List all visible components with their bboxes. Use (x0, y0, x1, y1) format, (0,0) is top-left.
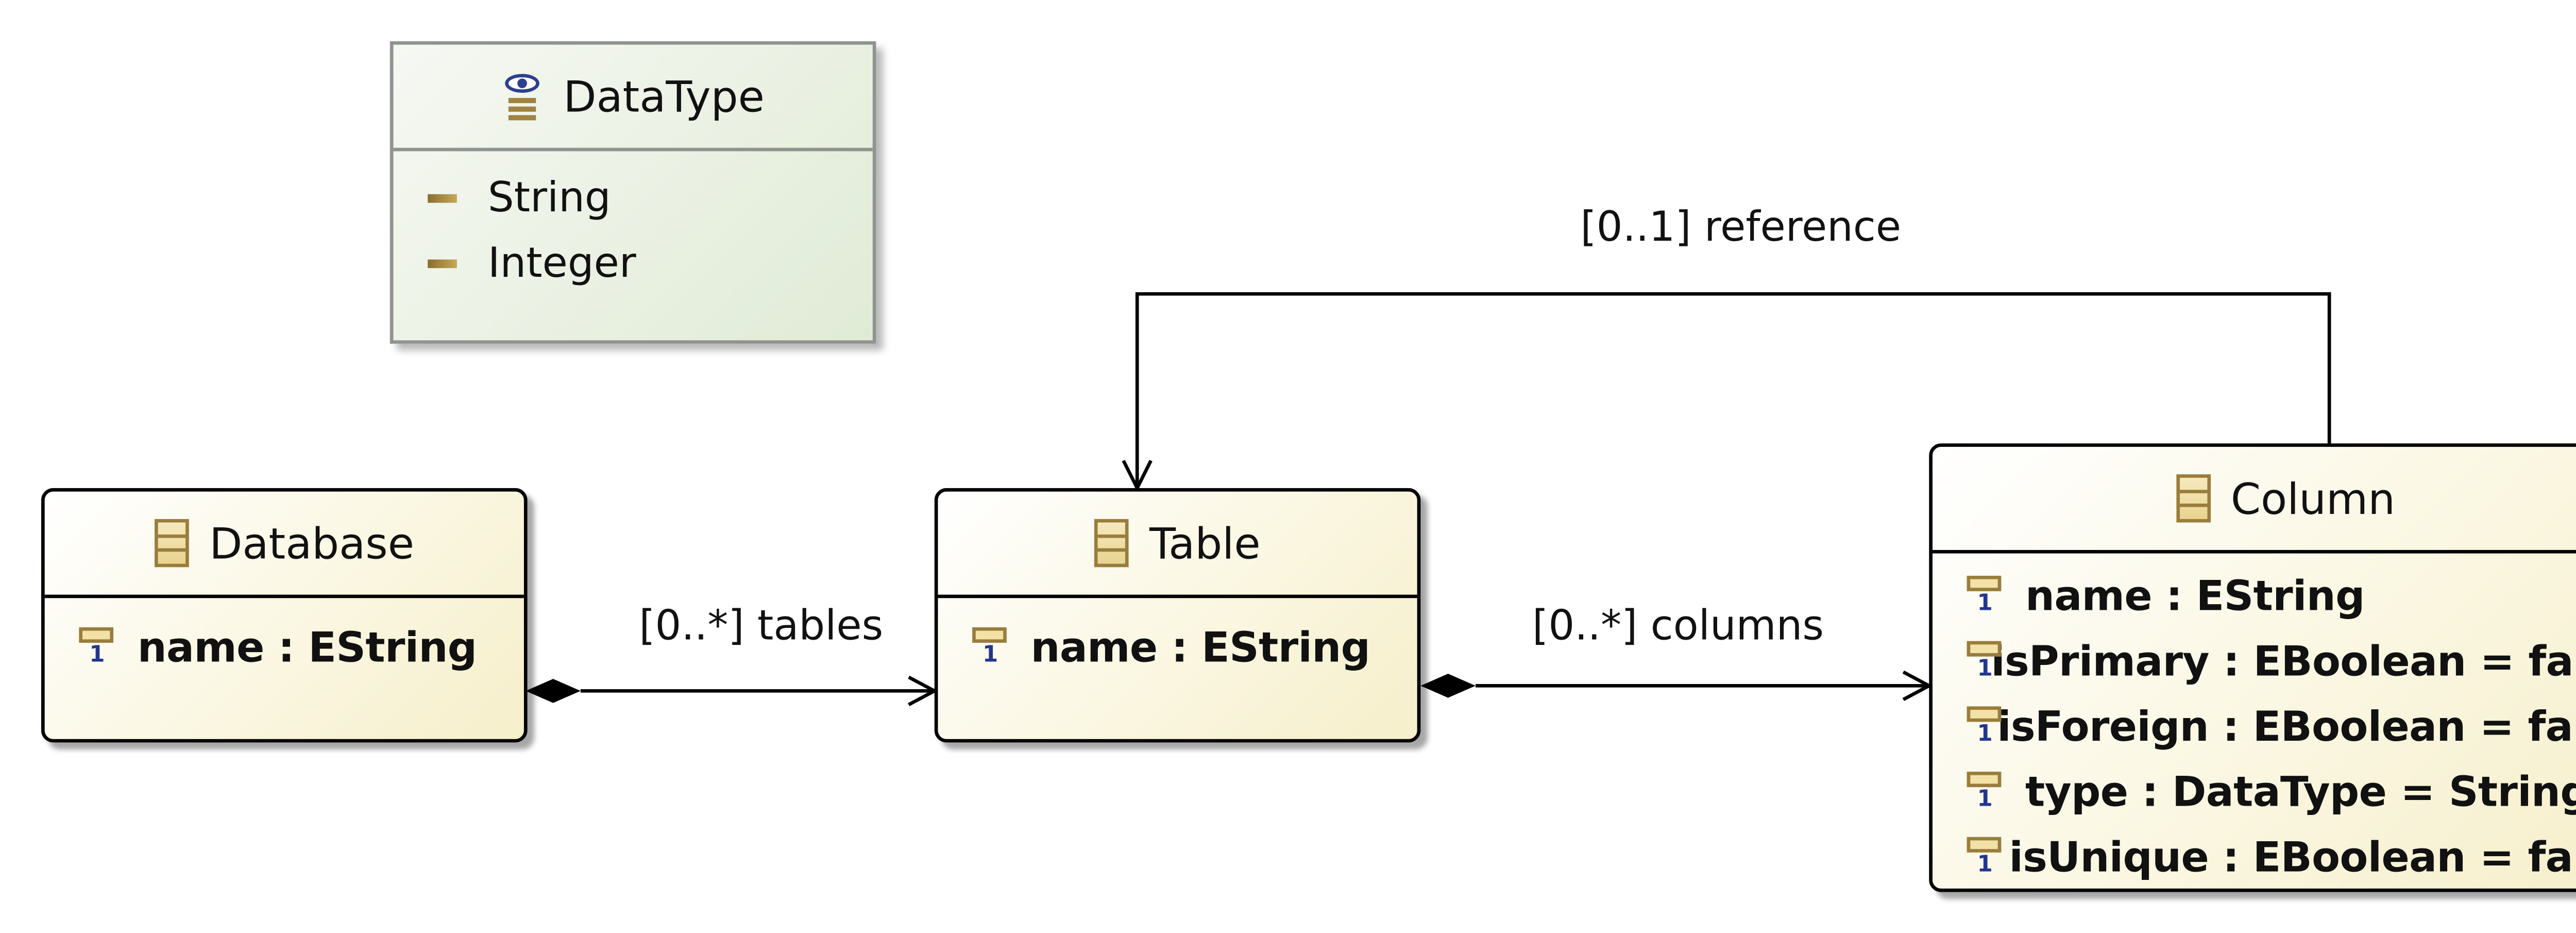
attribute-icon: 1 (1967, 706, 2002, 747)
edge-reference-line[interactable] (1135, 292, 2331, 488)
class-table-header: Table (938, 492, 1417, 598)
edge-reference-label: [0..1] reference (1580, 203, 1902, 251)
attribute-label: name : EString (137, 624, 477, 672)
attribute-row[interactable]: 1 type : DataType = String (1933, 760, 2576, 825)
attribute-label: name : EString (2025, 572, 2365, 621)
enum-literal-icon (428, 193, 457, 202)
enum-literal-string[interactable]: String (394, 165, 873, 230)
edge-columns-diamond (1420, 674, 1476, 698)
attribute-label: isPrimary : EBoolean = false (1991, 637, 2576, 686)
class-column-title: Column (2230, 473, 2396, 524)
attribute-icon: 1 (972, 627, 1007, 669)
edge-columns-arrowhead (1902, 670, 1933, 701)
attribute-row[interactable]: 1 name : EString (1933, 564, 2576, 629)
attribute-icon: 1 (1967, 575, 2002, 617)
enum-literal-label: String (487, 173, 611, 222)
enum-literal-integer[interactable]: Integer (394, 230, 873, 296)
class-column-node[interactable]: Column 1 name : EString 1 isPrimary : EB… (1929, 443, 2576, 892)
attribute-row[interactable]: 1 name : EString (45, 615, 524, 681)
attribute-icon: 1 (79, 627, 114, 669)
attribute-icon: 1 (1967, 837, 2002, 878)
class-database-title: Database (209, 518, 415, 568)
attribute-label: isUnique : EBoolean = false (2009, 834, 2576, 882)
edge-tables-label: [0..*] tables (639, 601, 884, 650)
attribute-label: name : EString (1030, 624, 1370, 672)
edge-tables-arrowhead (908, 675, 938, 706)
enum-literal-icon (428, 258, 457, 268)
edge-tables-diamond (526, 679, 581, 703)
class-icon (1094, 519, 1129, 568)
attribute-label: isForeign : EBoolean = false (1997, 703, 2576, 752)
class-icon (2176, 474, 2210, 523)
edge-columns-label: [0..*] columns (1532, 601, 1824, 650)
attribute-label: type : DataType = String (2025, 768, 2576, 817)
class-icon (154, 519, 189, 568)
enum-datatype-title: DataType (563, 71, 765, 122)
class-database-node[interactable]: Database 1 name : EString (41, 488, 528, 743)
enum-datatype-node[interactable]: DataType String Integer (389, 41, 876, 344)
attribute-row[interactable]: 1 isPrimary : EBoolean = false (1933, 629, 2576, 694)
attribute-icon: 1 (1967, 772, 2002, 813)
enum-literal-label: Integer (487, 239, 636, 287)
enum-icon (501, 72, 543, 121)
enum-datatype-header: DataType (393, 45, 873, 152)
attribute-row[interactable]: 1 isForeign : EBoolean = false (1933, 694, 2576, 760)
class-table-title: Table (1149, 518, 1261, 568)
attribute-row[interactable]: 1 isUnique : EBoolean = false (1933, 825, 2576, 888)
class-column-header: Column (1932, 447, 2576, 554)
class-table-node[interactable]: Table 1 name : EString (934, 488, 1421, 743)
attribute-row[interactable]: 1 name : EString (938, 615, 1417, 681)
class-database-header: Database (44, 492, 524, 598)
